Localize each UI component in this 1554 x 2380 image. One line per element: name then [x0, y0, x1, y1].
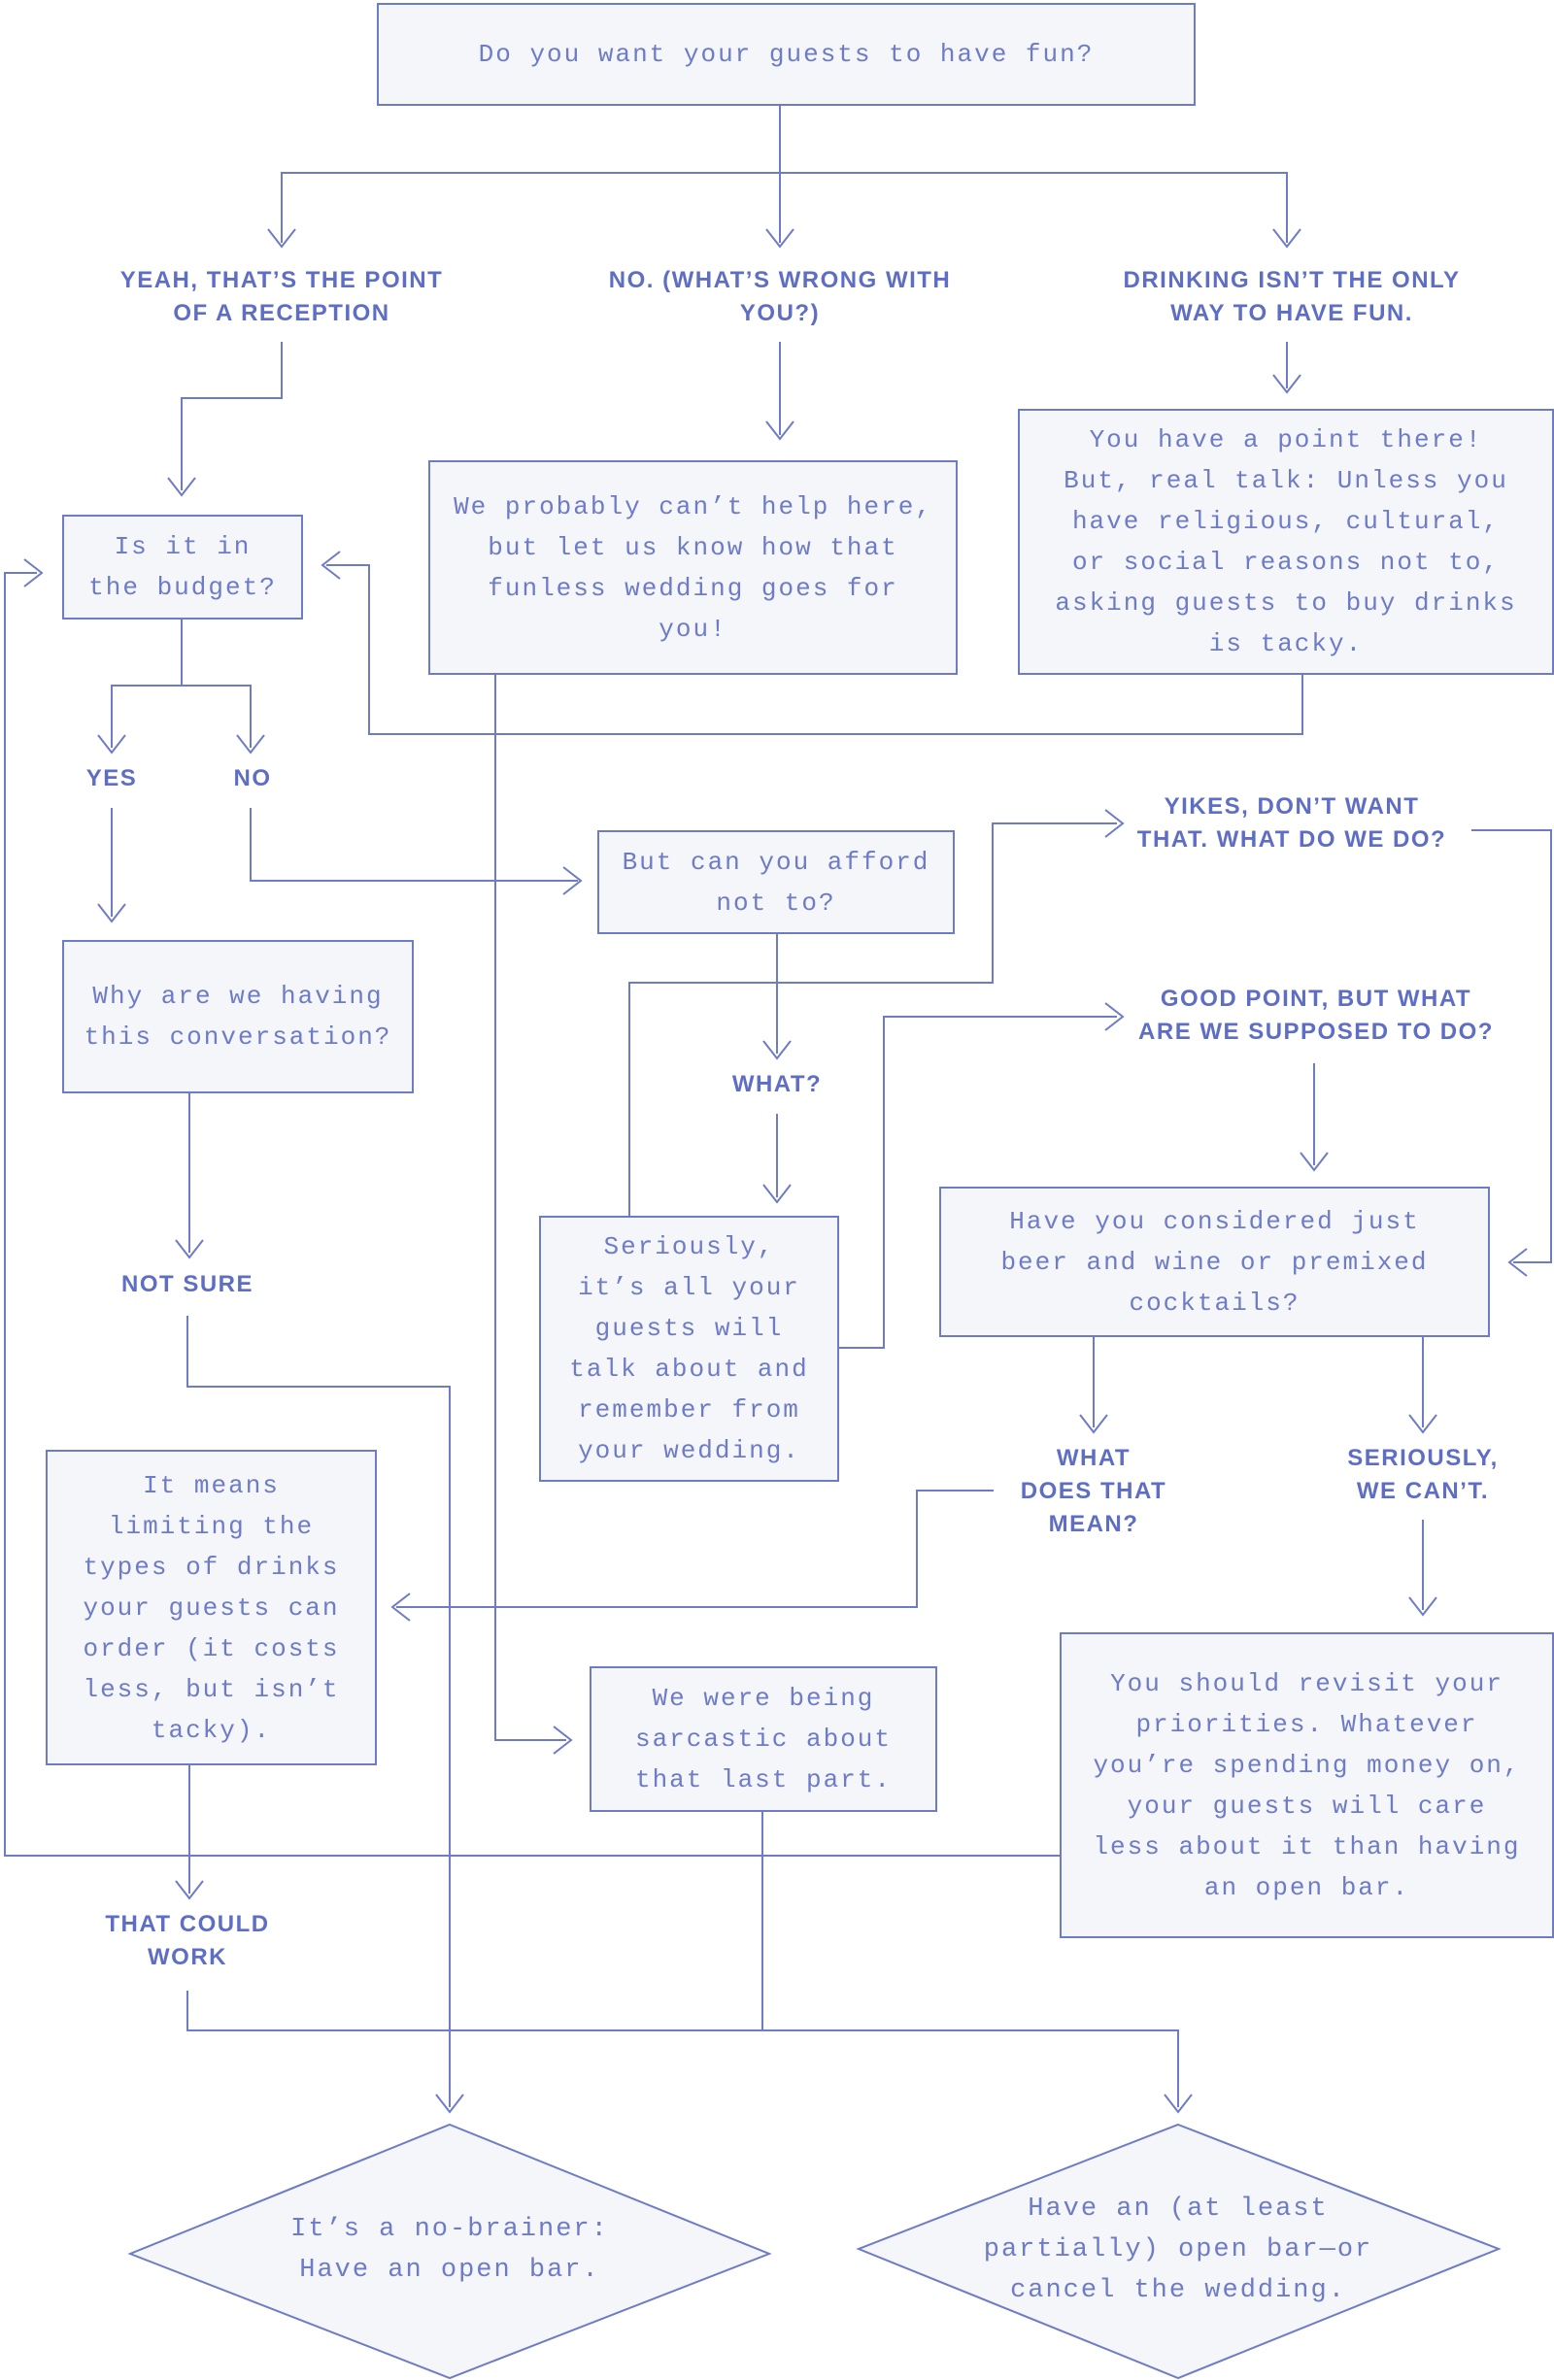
arrowhead: [1079, 1414, 1108, 1434]
end-no-brainer-text: It’s a no-brainer: Have an open bar.: [290, 2215, 609, 2285]
arrowhead: [553, 1726, 573, 1755]
arrowhead: [1164, 2094, 1193, 2114]
answer-yikes: YIKES, DON’T WANT THAT. WHAT DO WE DO?: [1136, 793, 1447, 853]
connector: [4, 572, 1061, 1857]
connector: [186, 1991, 1179, 2107]
connector: [839, 1016, 1117, 1349]
connector: [494, 675, 566, 1741]
budget-question-box: Is it in the budget?: [62, 515, 303, 620]
cant-help-box: We probably can’t help here, but let us …: [428, 460, 958, 675]
connector: [396, 1490, 994, 1608]
answer-drinking: DRINKING ISN’T THE ONLY WAY TO HAVE FUN.: [1123, 267, 1461, 326]
connector: [186, 1316, 451, 2107]
start-question-box: Do you want your guests to have fun?: [377, 3, 1196, 106]
arrowhead: [765, 420, 794, 441]
answer-what-does-that-mean: WHAT DOES THAT MEAN?: [1020, 1445, 1167, 1537]
arrowhead: [1272, 374, 1301, 394]
arrowhead: [435, 2094, 464, 2114]
why-conversation-box: Why are we having this conversation?: [62, 940, 414, 1093]
considered-box: Have you considered just beer and wine o…: [939, 1187, 1490, 1337]
answer-seriously-cant: SERIOUSLY, WE CAN’T.: [1347, 1445, 1499, 1504]
arrowhead: [762, 1040, 792, 1060]
connector: [181, 342, 283, 490]
answer-yes: YES: [85, 765, 138, 791]
connector: [326, 564, 1303, 735]
arrowhead: [762, 1184, 792, 1204]
arrowhead: [1104, 1002, 1125, 1031]
arrowhead: [175, 1880, 204, 1900]
arrowhead: [390, 1592, 411, 1622]
arrowhead: [167, 477, 196, 497]
answer-no: NO: [233, 765, 272, 791]
arrowhead: [97, 903, 126, 923]
arrowhead: [236, 734, 265, 754]
arrowhead: [175, 1239, 204, 1259]
seriously-box: Seriously, it’s all your guests will tal…: [539, 1216, 839, 1482]
arrowhead: [1408, 1596, 1437, 1617]
answer-could-work: THAT COULD WORK: [105, 1911, 270, 1970]
end-diamond-no-brainer: [127, 2123, 772, 2380]
arrowhead: [1507, 1248, 1528, 1277]
connector: [1471, 829, 1552, 1263]
arrowhead: [1104, 809, 1125, 838]
answer-yeah: YEAH, THAT’S THE POINT OF A RECEPTION: [119, 267, 444, 326]
connector: [628, 822, 1117, 1216]
end-diamond-open-or-cancel: [856, 2123, 1502, 2380]
answer-what: WHAT?: [731, 1071, 823, 1097]
arrowhead: [562, 866, 583, 895]
answer-not-sure: NOT SURE: [120, 1271, 253, 1297]
answer-no-wrong: NO. (WHAT’S WRONG WITH YOU?): [608, 267, 952, 326]
arrowhead: [1300, 1152, 1329, 1172]
point-there-box: You have a point there! But, real talk: …: [1018, 409, 1554, 675]
revisit-priorities-box: You should revisit your priorities. What…: [1060, 1632, 1554, 1938]
connector: [250, 808, 578, 882]
arrowhead: [321, 551, 341, 580]
connector: [281, 172, 1288, 243]
means-box: It means limiting the types of drinks yo…: [46, 1450, 377, 1765]
afford-question-box: But can you afford not to?: [597, 830, 955, 934]
arrowhead: [97, 734, 126, 754]
sarcastic-box: We were being sarcastic about that last …: [590, 1666, 937, 1812]
arrowhead: [23, 558, 44, 587]
arrowhead: [1408, 1414, 1437, 1434]
arrowhead: [1272, 228, 1301, 249]
arrowhead: [267, 228, 296, 249]
connector: [111, 685, 252, 748]
end-open-or-cancel-text: Have an (at least partially) open bar—or…: [983, 2195, 1373, 2305]
arrowhead: [765, 228, 794, 249]
answer-good-point: GOOD POINT, BUT WHAT ARE WE SUPPOSED TO …: [1138, 986, 1494, 1045]
